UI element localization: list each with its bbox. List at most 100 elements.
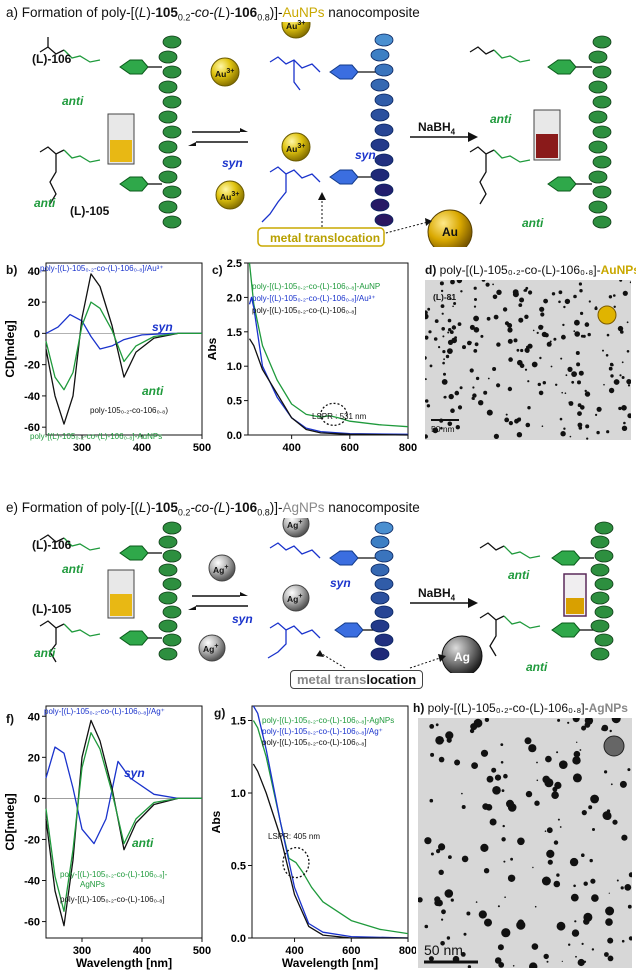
ag-ion-top bbox=[282, 518, 310, 538]
nanoparticle bbox=[483, 390, 488, 395]
nanoparticle bbox=[447, 331, 450, 334]
nanoparticle bbox=[440, 304, 445, 308]
nanoparticle bbox=[560, 431, 566, 437]
nanoparticle bbox=[480, 334, 484, 338]
nanoparticle bbox=[589, 858, 593, 863]
series-line-0 bbox=[252, 720, 409, 935]
nanoparticle bbox=[467, 965, 472, 968]
helix-left bbox=[158, 521, 182, 661]
nanoparticle bbox=[576, 741, 578, 743]
x-tick-label: 400 bbox=[285, 945, 303, 957]
panel-f-letter: f) bbox=[6, 712, 14, 726]
nanoparticle bbox=[508, 421, 513, 426]
right-monomer-bottom bbox=[479, 612, 541, 657]
nanoparticle bbox=[605, 918, 613, 926]
y-tick-label: -40 bbox=[24, 391, 40, 403]
nanoparticle bbox=[626, 379, 631, 385]
nanoparticle bbox=[577, 958, 585, 967]
nanoparticle bbox=[424, 837, 432, 845]
helix-middle bbox=[370, 33, 394, 227]
nanoparticle bbox=[528, 290, 533, 295]
y-tick-label: -60 bbox=[24, 917, 40, 929]
nanoparticle bbox=[525, 790, 533, 798]
legend-g-blue: poly-[(L)-105₀.₂-co-(L)-106₀.₈]/Ag⁺ bbox=[262, 727, 383, 736]
x-tick-label: 600 bbox=[342, 945, 360, 957]
nanoparticle bbox=[605, 955, 607, 957]
au-ion-label: Au3+ bbox=[286, 142, 306, 154]
nanoparticle bbox=[518, 303, 523, 307]
nanoparticle bbox=[567, 721, 570, 724]
nanoparticle bbox=[588, 805, 593, 810]
x-tick-label: 600 bbox=[341, 442, 359, 454]
nanoparticle bbox=[606, 430, 610, 434]
ag-ion-label: Ag+ bbox=[213, 563, 229, 575]
nanoparticle bbox=[604, 952, 609, 957]
nanoparticle bbox=[607, 937, 614, 944]
nanoparticle bbox=[612, 819, 618, 825]
nanoparticle bbox=[532, 866, 534, 869]
nanoparticle bbox=[474, 342, 479, 347]
nanoparticle bbox=[418, 897, 423, 903]
series-line-0 bbox=[248, 262, 409, 428]
y-tick-label: 0.5 bbox=[227, 396, 242, 408]
benzene-ring bbox=[551, 622, 581, 638]
right-monomer-top bbox=[479, 542, 541, 559]
panel-c-letter: c) bbox=[212, 263, 223, 277]
nanoparticle bbox=[439, 281, 444, 286]
nanoparticle bbox=[584, 389, 587, 393]
nanoparticle bbox=[425, 399, 429, 403]
x-tick-label: 300 bbox=[73, 442, 91, 454]
nanoparticle bbox=[486, 316, 491, 321]
nanoparticle bbox=[480, 749, 489, 757]
nanoparticle bbox=[523, 289, 526, 292]
y-tick-label: -20 bbox=[24, 834, 40, 846]
nanoparticle bbox=[447, 348, 453, 354]
nanoparticle bbox=[451, 337, 457, 344]
syn-label: syn bbox=[330, 576, 351, 590]
nanoparticle bbox=[442, 361, 445, 365]
helix-right bbox=[590, 521, 614, 661]
x-axis-label: Wavelength [nm] bbox=[76, 453, 172, 455]
benzene-ring bbox=[547, 176, 577, 192]
nanoparticle bbox=[434, 319, 439, 323]
nanoparticle bbox=[544, 830, 547, 832]
nanoparticle bbox=[555, 383, 558, 386]
nanoparticle bbox=[571, 371, 577, 377]
nanoparticle bbox=[473, 327, 480, 333]
panel-g-letter: g) bbox=[214, 706, 226, 720]
nanoparticle bbox=[502, 824, 505, 828]
nanoparticle bbox=[428, 956, 434, 962]
y-tick-label: -60 bbox=[24, 422, 40, 434]
series-line-0 bbox=[45, 746, 202, 845]
nanoparticle bbox=[553, 880, 561, 888]
nanoparticle bbox=[449, 330, 454, 334]
nanoparticle bbox=[429, 364, 433, 368]
legend-c-blue: poly-[(L)-105₀.₂-co-(L)-106₀.₈]/Au³⁺ bbox=[252, 294, 376, 303]
x-tick-label: 800 bbox=[399, 945, 416, 957]
nanoparticle bbox=[448, 328, 452, 332]
nanoparticle bbox=[546, 849, 555, 858]
nanoparticle bbox=[610, 374, 614, 378]
nanoparticle bbox=[525, 422, 531, 428]
nanoparticle bbox=[472, 393, 477, 398]
nanoparticle bbox=[568, 943, 571, 946]
nanoparticle bbox=[484, 718, 490, 722]
nanoparticle bbox=[559, 417, 563, 421]
nanoparticle bbox=[585, 424, 590, 429]
nanoparticle bbox=[579, 749, 582, 751]
series-line-1 bbox=[45, 719, 202, 927]
y-tick-label: 0.0 bbox=[231, 933, 246, 945]
nanoparticle bbox=[539, 356, 542, 360]
syn-label: syn bbox=[232, 612, 253, 626]
anti-label: anti bbox=[62, 562, 84, 576]
nanoparticle bbox=[578, 370, 584, 376]
nanoparticle bbox=[512, 289, 519, 295]
nanoparticle bbox=[608, 366, 613, 371]
anti-label: anti bbox=[490, 112, 512, 126]
nanoparticle bbox=[583, 881, 588, 886]
nanoparticle bbox=[605, 354, 609, 357]
au-nanoparticle bbox=[427, 209, 473, 247]
x-tick-label: 800 bbox=[399, 442, 417, 454]
nanoparticle bbox=[454, 336, 457, 339]
